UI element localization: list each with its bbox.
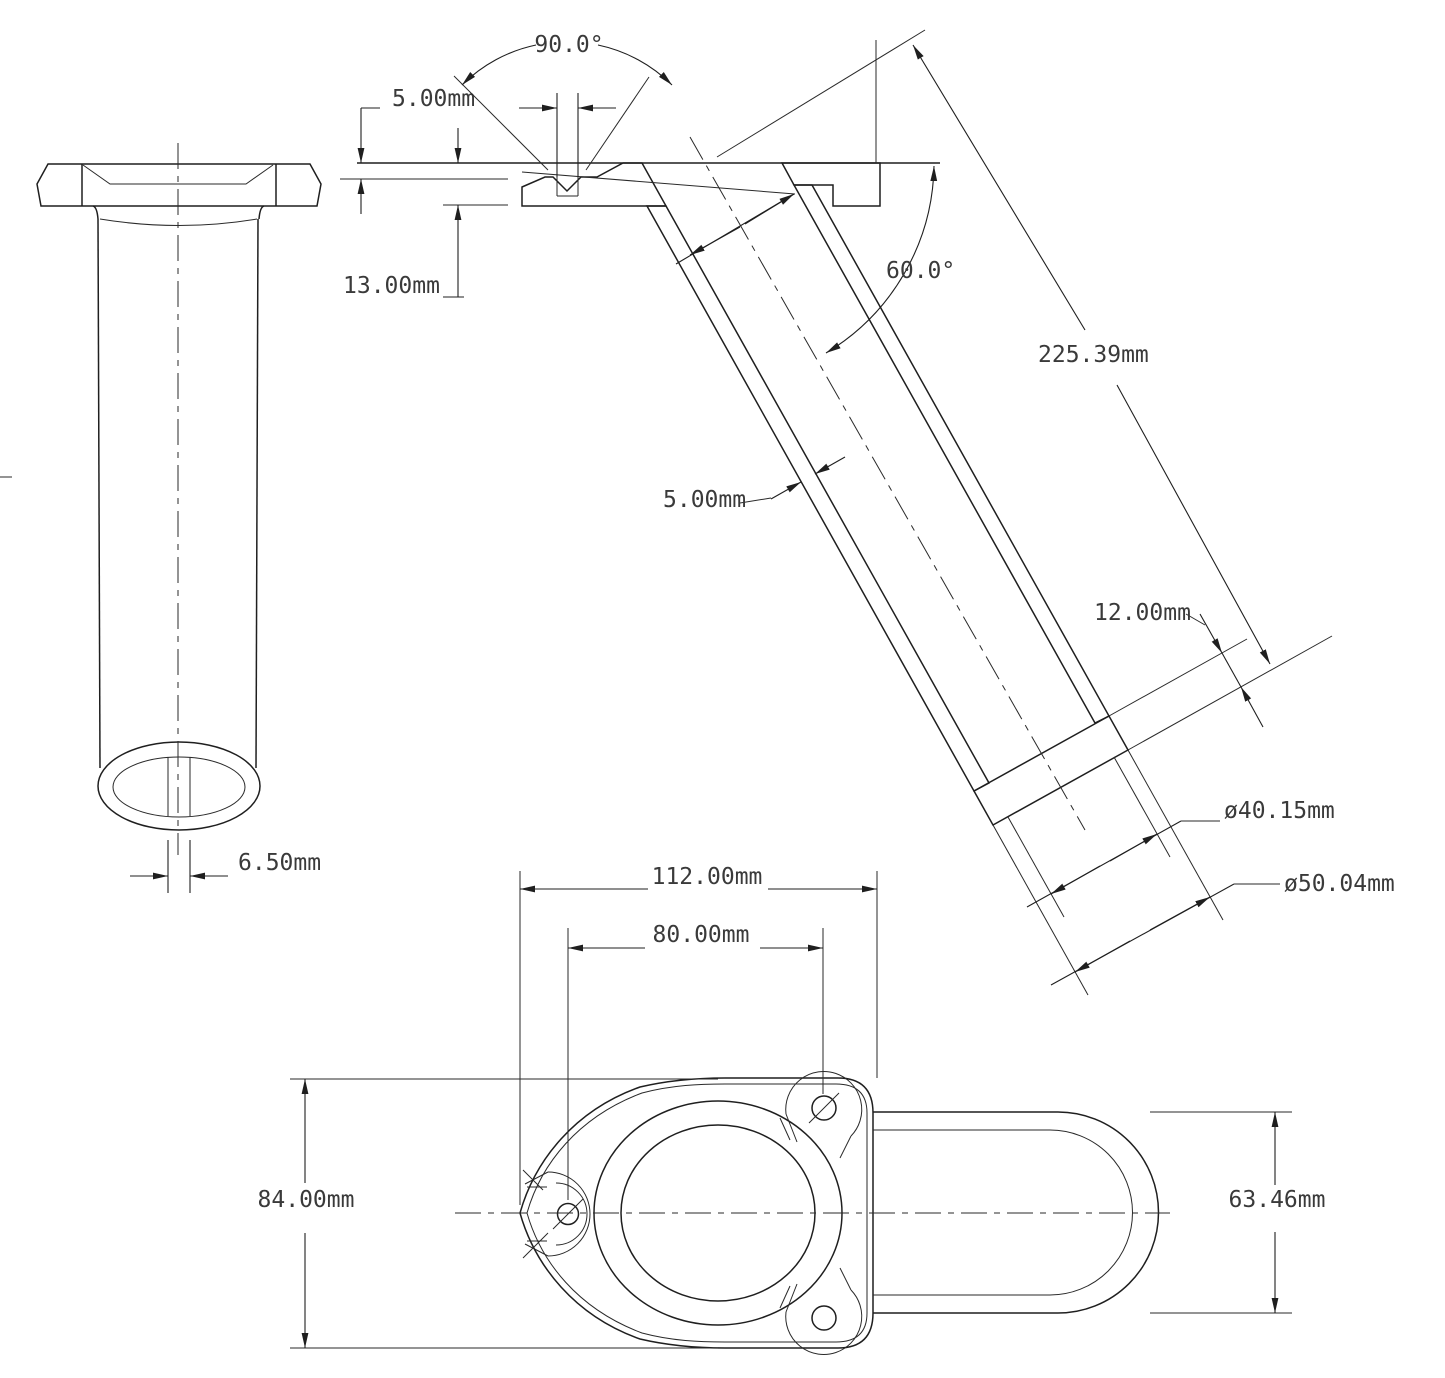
- dim-label-flange-width: 84.00mm: [258, 1187, 355, 1213]
- dim-label-tube-width: 63.46mm: [1229, 1187, 1326, 1213]
- flange-section-left: [521, 162, 668, 207]
- dim-label-recess-depth: 5.00mm: [392, 86, 475, 112]
- dim-tip-band: 12.00mm: [1094, 600, 1333, 751]
- dim-label-outer-diameter: ø50.04mm: [1284, 871, 1395, 897]
- dim-bore-top: [675, 193, 795, 265]
- tube-axis-centerline: [689, 136, 1086, 831]
- dim-label-vee-angle: 90.0°: [534, 32, 603, 58]
- dim-tube-angle: 60.0°: [825, 165, 955, 354]
- dim-wall-thickness: 5.00mm: [663, 456, 846, 513]
- screw-hole-bottom-right: [779, 1267, 863, 1355]
- tube-wall-right: [255, 218, 259, 769]
- dim-label-tube-angle: 60.0°: [886, 258, 955, 284]
- bore-opening-edge: [521, 171, 796, 195]
- dim-flange-length: 112.00mm: [519, 864, 878, 1205]
- neck-arc: [99, 218, 258, 226]
- dim-label-tip-band: 12.00mm: [1094, 600, 1191, 626]
- dim-label-flange-length: 112.00mm: [652, 864, 763, 890]
- dim-outer-diameter: ø50.04mm: [992, 749, 1395, 996]
- tube-wall-left: [97, 218, 101, 769]
- dim-label-slot-width: 6.50mm: [238, 850, 321, 876]
- dim-recess-depth: 5.00mm: [357, 86, 475, 214]
- tube-tip-band: [972, 714, 1130, 827]
- screw-hole-top-right: [779, 1071, 863, 1159]
- head-recess: [82, 164, 274, 185]
- dim-tube-width: 63.46mm: [1150, 1111, 1326, 1314]
- dim-label-bore-diameter: ø40.15mm: [1224, 798, 1335, 824]
- dim-label-flange-thickness: 13.00mm: [343, 273, 440, 299]
- flange-inner-edge: [526, 1083, 868, 1343]
- dim-flange-width: 84.00mm: [258, 1078, 718, 1349]
- side-view: 6.50mm: [0, 143, 322, 893]
- tube-bottom-inner: [112, 756, 246, 818]
- head-outline: [36, 163, 322, 207]
- dim-vee-slot: [519, 93, 616, 177]
- dim-label-hole-spacing: 80.00mm: [653, 922, 750, 948]
- dim-slot-width: 6.50mm: [130, 840, 321, 893]
- screw-hole-left: [522, 1169, 591, 1259]
- plan-view: 112.00mm 80.00mm 84.00mm 63.46mm: [258, 864, 1326, 1355]
- dim-hole-spacing: 80.00mm: [567, 922, 824, 1200]
- tube-bottom-outer: [97, 741, 261, 831]
- dim-tube-length: 225.39mm: [716, 29, 1271, 665]
- dim-label-wall-thickness: 5.00mm: [663, 487, 746, 513]
- dim-vee-angle: 90.0°: [453, 32, 673, 171]
- section-view: 5.00mm 13.00mm 90.0° 60.0°: [340, 29, 1395, 996]
- dim-bore-diameter: ø40.15mm: [1007, 756, 1335, 918]
- dim-flange-thickness: 13.00mm: [343, 128, 464, 299]
- dim-label-tube-length: 225.39mm: [1038, 342, 1149, 368]
